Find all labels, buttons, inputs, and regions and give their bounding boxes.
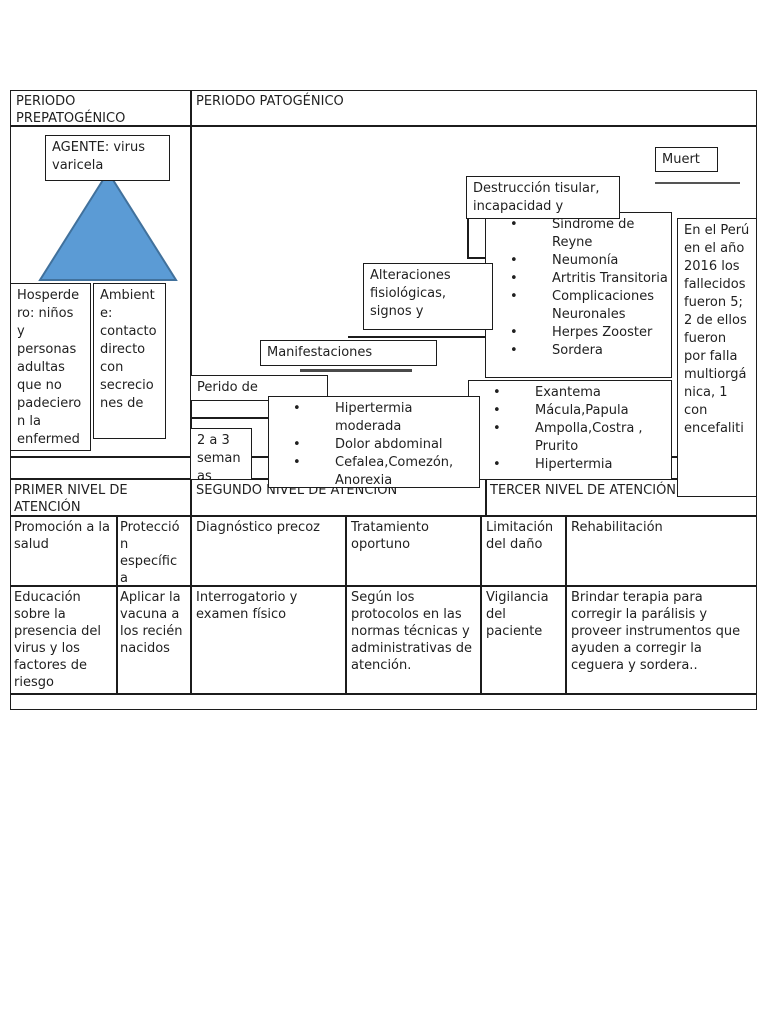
cell-terapia: Brindar terapia para corregir la parális…	[571, 590, 745, 673]
list-item: Sordera	[486, 342, 671, 360]
primer-nivel-title: PRIMER NIVEL DE ATENCIÓN	[14, 483, 132, 515]
list-item: Neumonía	[486, 252, 671, 270]
divider-line	[10, 515, 757, 517]
list-item: Exantema	[469, 384, 671, 402]
divider-line	[480, 515, 482, 693]
destruccion-box: Destrucción tisular, incapacidad y	[466, 176, 620, 219]
list-item: Complicaciones Neuronales	[486, 288, 671, 324]
list-item: Herpes Zooster	[486, 324, 671, 342]
destruccion-text: Destrucción tisular, incapacidad y	[473, 181, 600, 214]
list-item: Hipertermia moderada	[269, 400, 479, 436]
list-item: Dolor abdominal	[269, 436, 479, 454]
triangle-shape	[38, 170, 178, 281]
agente-box: AGENTE: virus varicela	[45, 135, 170, 181]
ambiente-text: Ambiente: contacto directo con secrecion…	[100, 288, 157, 411]
header-patogenico: PERIODO PATOGÉNICO	[196, 94, 344, 109]
cell-promocion: Promoción a la salud	[14, 520, 115, 552]
incubacion-box: 2 a 3 semanas	[190, 428, 252, 480]
divider-line	[345, 515, 347, 693]
cell-proteccion: Protección específica	[120, 520, 180, 586]
divider-line	[10, 585, 757, 587]
cell-interrogatorio: Interrogatorio y examen físico	[196, 590, 302, 622]
main-column-divider	[190, 90, 192, 456]
sintomas-list-box: Hipertermia moderadaDolor abdominalCefal…	[268, 396, 480, 488]
list-item: Cefalea,Comezón, Anorexia	[269, 454, 479, 487]
alteraciones-box: Alteraciones fisiológicas, signos y	[363, 263, 493, 330]
list-item: Ampolla,Costra , Prurito	[469, 420, 671, 456]
muerte-text: Muert	[662, 152, 700, 167]
cell-vigilancia: Vigilancia del paciente	[486, 590, 553, 639]
header-row-divider	[10, 125, 757, 127]
manifestaciones-box: Manifestaciones	[260, 340, 437, 366]
cell-vacuna: Aplicar la vacuna a los recién nacidos	[120, 590, 187, 656]
tercer-nivel-title: TERCER NIVEL DE ATENCIÓN	[490, 483, 677, 498]
epidemiologic-triangle	[38, 170, 178, 281]
cell-diagnostico: Diagnóstico precoz	[196, 520, 320, 535]
sindrome-list-box: Síndrome de ReyneNeumoníaArtritis Transi…	[485, 212, 672, 378]
hospedero-box: Hosperdero: niños y personas adultas que…	[10, 283, 91, 451]
header-prepatogenico: PERIODO PREPATOGÉNICO	[16, 94, 126, 126]
cell-limitacion: Limitación del daño	[486, 520, 558, 552]
list-item: Síndrome de Reyne	[486, 216, 671, 252]
connector-line	[467, 257, 487, 259]
periodo-de-text: Perido de	[197, 380, 258, 395]
agente-text: AGENTE: virus varicela	[52, 140, 146, 173]
peru-note-box: En el Perú en el año 2016 los fallecidos…	[677, 218, 757, 497]
incubacion-text: 2 a 3 semanas	[197, 433, 241, 480]
manifestaciones-text: Manifestaciones	[267, 345, 373, 360]
muerte-underline	[655, 182, 740, 184]
manifestaciones-underline	[300, 369, 412, 372]
complicaciones-list: Síndrome de ReyneNeumoníaArtritis Transi…	[486, 216, 671, 360]
cell-protocolos: Según los protocolos en las normas técni…	[351, 590, 477, 673]
ambiente-box: Ambiente: contacto directo con secrecion…	[93, 283, 166, 439]
list-item: Hipertermia	[469, 456, 671, 474]
hospedero-text: Hosperdero: niños y personas adultas que…	[17, 288, 82, 447]
muerte-box: Muert	[655, 147, 718, 172]
connector-line	[467, 219, 469, 258]
divider-line	[485, 478, 487, 515]
divider-line	[116, 515, 118, 693]
connector-line	[190, 417, 278, 419]
cell-tratamiento: Tratamiento oportuno	[351, 520, 434, 552]
divider-line	[10, 693, 757, 695]
peru-note-text: En el Perú en el año 2016 los fallecidos…	[684, 223, 750, 436]
connector-line	[348, 336, 495, 338]
divider-line	[565, 515, 567, 693]
cell-rehabilitacion: Rehabilitación	[571, 520, 663, 535]
cell-educacion: Educación sobre la presencia del virus y…	[14, 590, 106, 690]
divider-line	[190, 478, 192, 693]
alteraciones-text: Alteraciones fisiológicas, signos y	[370, 268, 451, 319]
list-item: Mácula,Papula	[469, 402, 671, 420]
exantema-list-box: ExantemaMácula,PapulaAmpolla,Costra , Pr…	[468, 380, 672, 480]
signos-list: ExantemaMácula,PapulaAmpolla,Costra , Pr…	[469, 384, 671, 474]
sintomas-list: Hipertermia moderadaDolor abdominalCefal…	[269, 400, 479, 487]
list-item: Artritis Transitoria	[486, 270, 671, 288]
